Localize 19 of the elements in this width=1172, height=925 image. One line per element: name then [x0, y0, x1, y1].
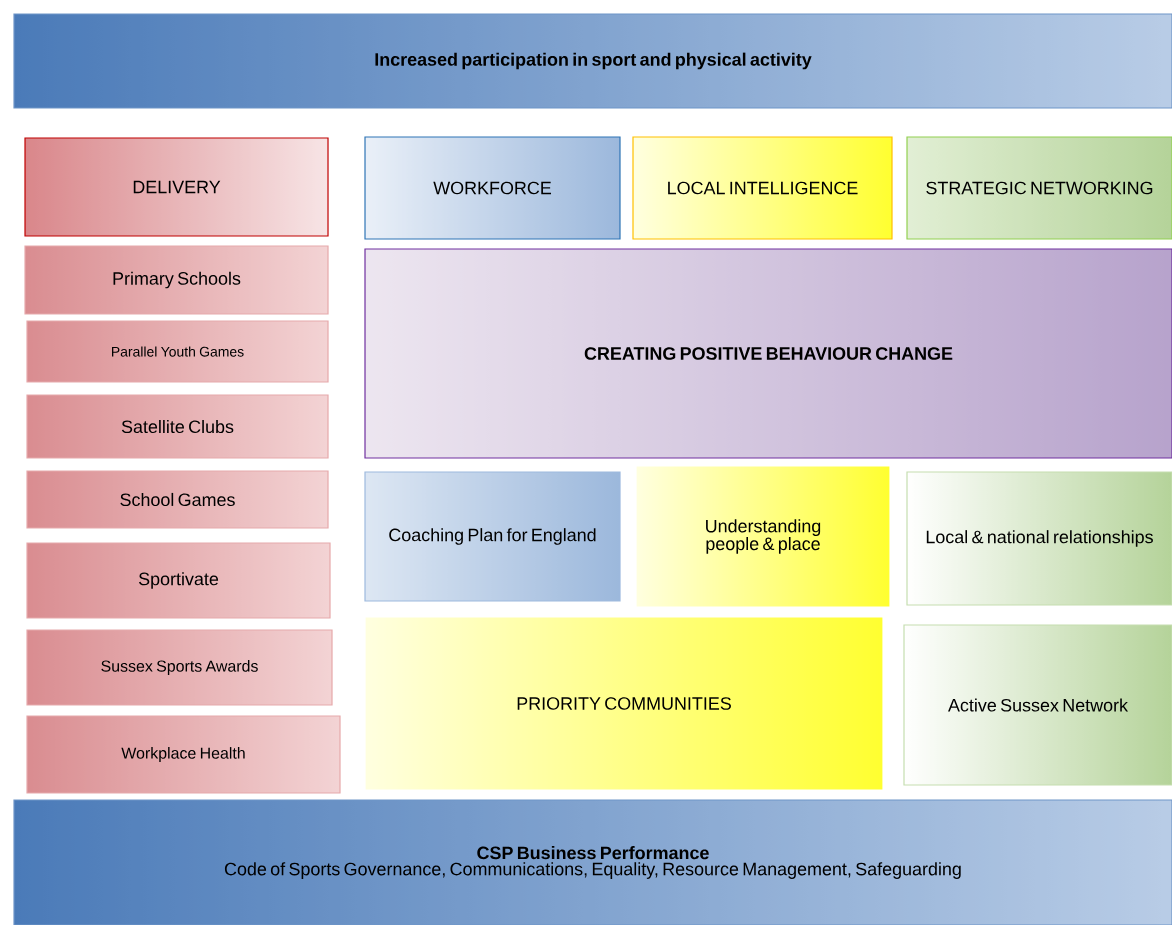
- heading-box: WORKFORCE: [364, 136, 621, 240]
- center-box: CREATING POSITIVE BEHAVIOUR CHANGE: [364, 248, 1172, 459]
- item-box: Sussex Sports Awards: [26, 629, 333, 706]
- item-box: Local & national relationships: [906, 471, 1172, 606]
- item-box: PRIORITY COMMUNITIES: [364, 616, 884, 791]
- heading-box: LOCAL INTELLIGENCE: [632, 136, 893, 240]
- item-box: Workplace Health: [26, 715, 341, 794]
- banner: CSP Business Performance Code of Sports Governance, Communications, Equality, Resource Management, Safeguarding: [13, 799, 1172, 925]
- item-box: Active Sussex Network: [903, 624, 1172, 786]
- item-box: Satellite Clubs: [26, 394, 329, 459]
- heading-box: STRATEGIC NETWORKING: [906, 136, 1172, 240]
- item-box: Coaching Plan for England: [364, 471, 621, 602]
- item-box: School Games: [26, 470, 329, 529]
- item-box: Parallel Youth Games: [26, 320, 329, 383]
- banner: Increased participation in sport and physical activity: [13, 13, 1172, 109]
- item-box: Understanding people & place: [635, 465, 891, 608]
- item-box: Primary Schools: [24, 245, 329, 315]
- item-box: Sportivate: [26, 542, 331, 619]
- heading-box: DELIVERY: [24, 137, 329, 237]
